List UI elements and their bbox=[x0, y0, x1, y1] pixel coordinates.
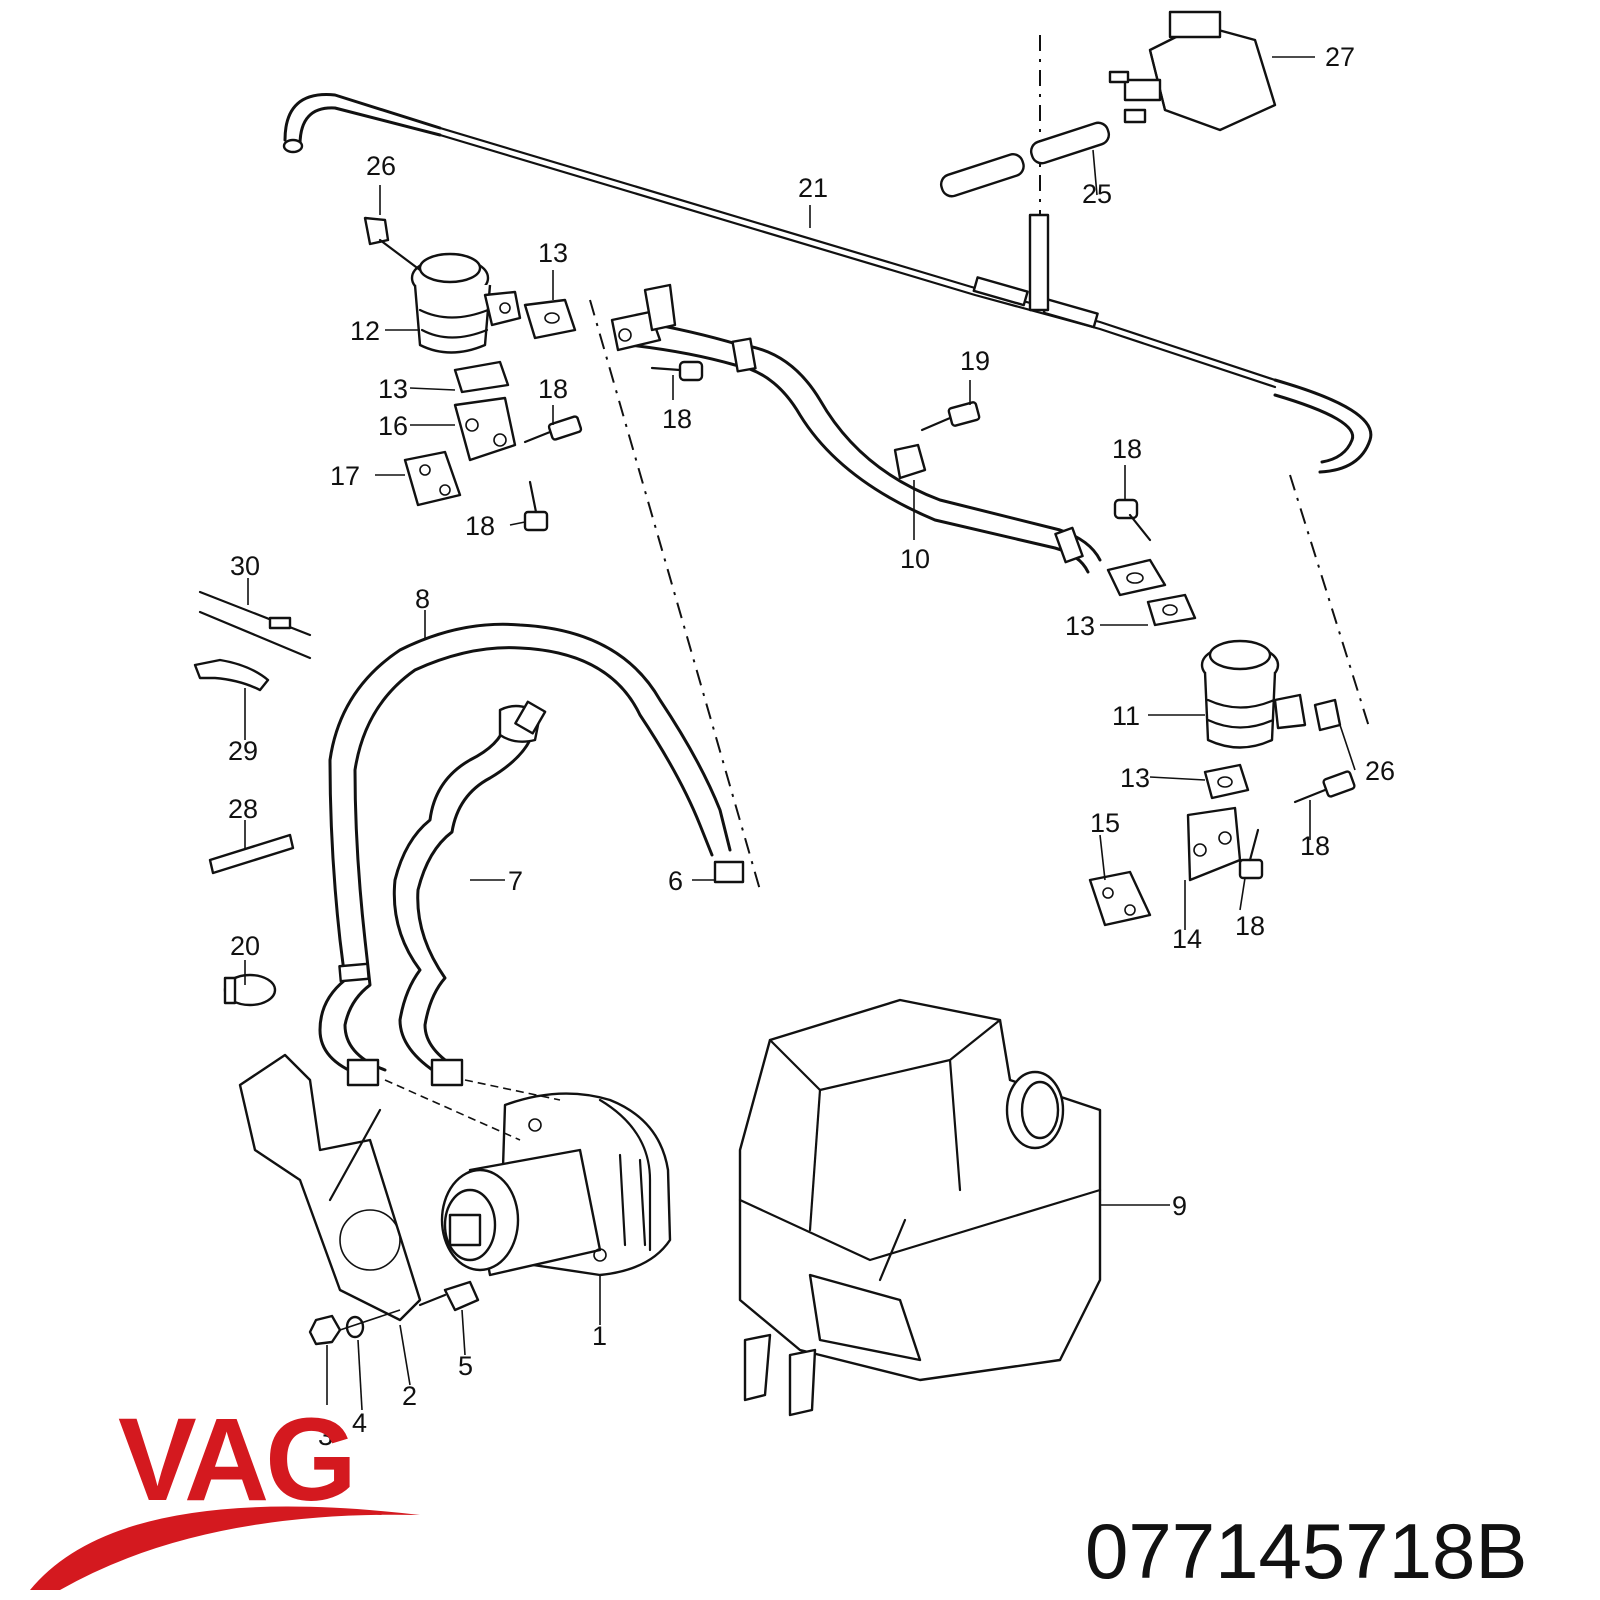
hose-8 bbox=[318, 622, 745, 1087]
label-15: 15 bbox=[1090, 808, 1120, 838]
label-13-mid: 13 bbox=[378, 374, 408, 404]
dash-ref-line-right bbox=[1289, 474, 1371, 731]
nut-5 bbox=[418, 1280, 480, 1312]
cable-tie-30 bbox=[198, 590, 312, 660]
label-17: 17 bbox=[330, 461, 360, 491]
dash-link-hose8 bbox=[384, 1079, 521, 1141]
label-13-b: 13 bbox=[1065, 611, 1095, 641]
bolt-18-a bbox=[523, 415, 583, 444]
bolt-18-c bbox=[650, 360, 704, 382]
air-pump-1 bbox=[440, 1092, 672, 1277]
label-16: 16 bbox=[378, 411, 408, 441]
gasket-13-upper-hole bbox=[544, 312, 560, 324]
damper-28 bbox=[208, 833, 295, 875]
vag-logo: VAG bbox=[30, 1394, 420, 1590]
gasket-13-upper bbox=[523, 298, 577, 340]
label-13-upper: 13 bbox=[538, 238, 568, 268]
logo-text: VAG bbox=[118, 1394, 353, 1526]
label-11: 11 bbox=[1112, 701, 1140, 731]
gasket-15-hole-b bbox=[1124, 904, 1136, 916]
label-30: 30 bbox=[230, 551, 260, 581]
nut-3 bbox=[308, 1314, 342, 1346]
label-1: 1 bbox=[592, 1321, 607, 1351]
logo-swoosh bbox=[30, 1506, 420, 1590]
label-12: 12 bbox=[350, 316, 380, 346]
flange-14-hole-a bbox=[1193, 843, 1207, 857]
label-26-lower: 26 bbox=[1365, 756, 1395, 786]
label-4: 4 bbox=[352, 1408, 367, 1438]
bolt-18-e bbox=[1293, 770, 1356, 804]
label-6: 6 bbox=[668, 866, 683, 896]
label-26-upper: 26 bbox=[366, 151, 396, 181]
gasket-17-hole-b bbox=[439, 484, 451, 496]
flange-14-hole-b bbox=[1218, 831, 1232, 845]
bolt-18-f bbox=[1238, 828, 1264, 880]
vacuum-hose-upper-left bbox=[282, 93, 442, 154]
flange-16-hole-a bbox=[465, 418, 479, 432]
label-20: 20 bbox=[230, 931, 260, 961]
bolt-18-d bbox=[1113, 498, 1152, 542]
pipe-10 bbox=[610, 283, 1102, 574]
gasket-15 bbox=[1088, 870, 1152, 927]
label-19: 19 bbox=[960, 346, 990, 376]
vacuum-hose-right bbox=[1273, 378, 1373, 474]
clip-26-lower bbox=[1313, 698, 1342, 732]
flange-14 bbox=[1186, 806, 1242, 882]
label-27: 27 bbox=[1325, 42, 1355, 72]
gasket-15-hole-a bbox=[1102, 887, 1114, 899]
gasket-17 bbox=[403, 450, 462, 507]
label-18-e: 18 bbox=[1300, 831, 1330, 861]
gasket-13-c bbox=[1203, 763, 1250, 800]
dash-link-hose7 bbox=[464, 1079, 561, 1101]
part-labels: 27 25 21 26 13 12 13 18 16 17 18 18 19 1… bbox=[228, 42, 1395, 1451]
label-13-c: 13 bbox=[1120, 763, 1150, 793]
gasket-17-hole-a bbox=[419, 464, 431, 476]
label-25: 25 bbox=[1082, 179, 1112, 209]
label-18-f: 18 bbox=[1235, 911, 1265, 941]
dash-ref-line-left bbox=[589, 299, 761, 891]
combi-valve-11 bbox=[1200, 639, 1307, 749]
gasket-13-b bbox=[1146, 593, 1197, 627]
label-7: 7 bbox=[508, 866, 523, 896]
bracket-19 bbox=[893, 401, 981, 480]
combi-valve-12 bbox=[410, 252, 522, 354]
air-filter-9 bbox=[738, 998, 1102, 1417]
gasket-13-b-hole bbox=[1162, 604, 1178, 616]
clamp-29 bbox=[193, 658, 270, 692]
label-8: 8 bbox=[415, 584, 430, 614]
filter-hose-25 bbox=[939, 121, 1111, 312]
label-28: 28 bbox=[228, 794, 258, 824]
flange-13-a-hole bbox=[1126, 572, 1144, 584]
leader-lines bbox=[244, 56, 1356, 1411]
label-2: 2 bbox=[402, 1381, 417, 1411]
fastener-axis bbox=[339, 1309, 401, 1331]
flange-13-a bbox=[1106, 558, 1167, 597]
bracket-2 bbox=[238, 1053, 422, 1322]
label-29: 29 bbox=[228, 736, 258, 766]
label-9: 9 bbox=[1172, 1191, 1187, 1221]
label-5: 5 bbox=[458, 1351, 473, 1381]
valve-27 bbox=[1108, 10, 1277, 132]
clip-26-upper bbox=[363, 216, 422, 272]
part-number: 077145718B bbox=[1085, 1507, 1527, 1595]
gasket-13-mid bbox=[453, 360, 510, 394]
label-21: 21 bbox=[798, 173, 828, 203]
label-10: 10 bbox=[900, 544, 930, 574]
bolt-18-b bbox=[523, 480, 549, 532]
clamp-20 bbox=[223, 973, 277, 1007]
label-18-b: 18 bbox=[465, 511, 495, 541]
label-18-c: 18 bbox=[662, 404, 692, 434]
flange-16 bbox=[453, 396, 517, 462]
label-14: 14 bbox=[1172, 924, 1202, 954]
label-18-d: 18 bbox=[1112, 434, 1142, 464]
flange-16-hole-b bbox=[493, 433, 507, 447]
hose-7 bbox=[392, 700, 547, 1087]
label-18-a: 18 bbox=[538, 374, 568, 404]
label-3: 3 bbox=[318, 1421, 333, 1451]
gasket-13-c-hole bbox=[1217, 776, 1233, 788]
